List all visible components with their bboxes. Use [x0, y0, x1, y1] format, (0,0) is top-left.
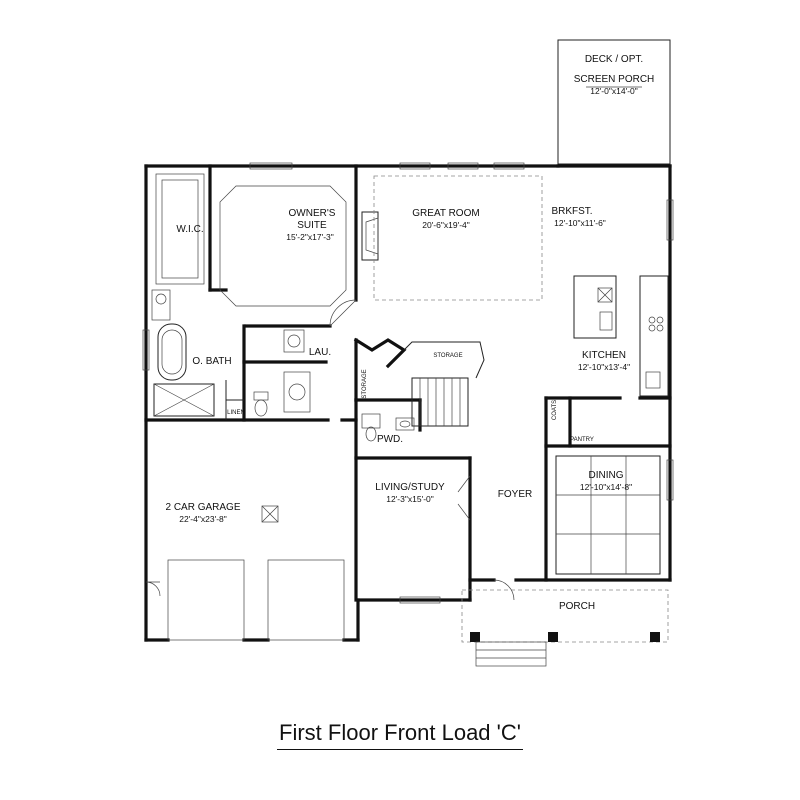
- kitchen-label: KITCHEN: [582, 350, 626, 361]
- windows: [142, 162, 674, 604]
- kitchen-dims: 12'-10"x13'-4": [578, 362, 630, 372]
- interior-walls: [144, 164, 672, 602]
- kitchen-counters: [573, 275, 669, 397]
- great-room-label: GREAT ROOM: [412, 208, 479, 219]
- storage-stair-label: STORAGE: [433, 353, 462, 359]
- dining-dims: 12'-10"x14'-8": [580, 482, 632, 492]
- garage-label: 2 CAR GARAGE: [165, 502, 240, 513]
- great-room-dims: 20'-6"x19'-4": [422, 220, 470, 230]
- deck-outline: [557, 39, 671, 165]
- tray-ceiling: [219, 185, 347, 307]
- owners-suite-label-line1: OWNER'S: [289, 208, 336, 219]
- owners-suite-dims: 15'-2"x17'-3": [286, 232, 334, 242]
- stairs: [403, 341, 485, 427]
- closet-shelving: [155, 173, 205, 285]
- laundry-machines: [283, 329, 311, 413]
- wic-label: W.I.C.: [176, 224, 203, 235]
- deck-label-line2: SCREEN PORCH: [574, 74, 655, 85]
- dining-ceiling: [555, 455, 661, 575]
- deck-dims: 12'-0"x14'-0": [590, 86, 638, 96]
- o-bath-label: O. BATH: [192, 356, 231, 367]
- linen-label: LINEN: [227, 410, 245, 416]
- garage-dims: 22'-4"x23'-8": [179, 514, 227, 524]
- brkfst-label: BRKFST.: [551, 206, 592, 217]
- coats-label: COATS: [552, 400, 558, 420]
- front-porch: [461, 579, 669, 667]
- living-study-label: LIVING/STUDY: [375, 482, 445, 493]
- foyer-label: FOYER: [498, 489, 532, 500]
- brkfst-dims: 12'-10"x11'-6": [554, 218, 606, 228]
- dining-label: DINING: [589, 470, 624, 481]
- powder-fixtures: [361, 413, 415, 442]
- owners-suite-label-line2: SUITE: [297, 220, 327, 231]
- lau-label: LAU.: [309, 347, 331, 358]
- deck-label-line1: DECK / OPT.: [585, 54, 643, 65]
- storage-vertical-label: STORAGE: [362, 369, 368, 398]
- pwd-label: PWD.: [377, 434, 403, 445]
- study-doors: [457, 475, 471, 521]
- garage-doors: [167, 505, 345, 641]
- hall-angle: [329, 299, 407, 369]
- fireplace: [361, 211, 379, 261]
- great-room-ceiling: [373, 175, 543, 301]
- room-labels: DECK / OPT. SCREEN PORCH 12'-0"x14'-0" W…: [165, 54, 654, 612]
- pantry-label: PANTRY: [570, 437, 594, 443]
- plan-caption: First Floor Front Load 'C': [0, 720, 800, 750]
- garage-side-door: [145, 581, 161, 597]
- exterior-walls: [144, 164, 672, 642]
- porch-label: PORCH: [559, 601, 595, 612]
- bath-fixtures: [151, 289, 269, 417]
- plan-caption-text: First Floor Front Load 'C': [277, 720, 523, 750]
- living-study-dims: 12'-3"x15'-0": [386, 494, 434, 504]
